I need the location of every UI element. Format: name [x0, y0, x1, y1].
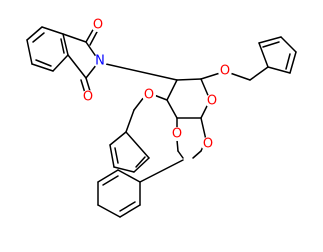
atom-o-anomeric-benzyl-label: O [220, 64, 230, 79]
atom-o-acetal-upper-label: O [172, 127, 182, 142]
atom-o-anomeric-benzyl: O [218, 64, 232, 79]
atom-o-acetal-lower: O [201, 137, 215, 152]
atom-o-acetal-upper: O [170, 127, 184, 142]
phthalimide-benzene-ring [26, 26, 69, 72]
atom-o-carbonyl-top-label: O [93, 18, 103, 33]
atom-o-ring: O [205, 94, 219, 109]
c3-benzyloxy-group [109, 94, 168, 173]
atom-o-acetal-lower-label: O [203, 137, 213, 152]
pyranose-ring [166, 78, 211, 119]
atom-o-benzyl-ether-label: O [144, 88, 154, 103]
anomeric-benzyloxy-group [200, 36, 297, 81]
atom-o-carbonyl-bottom-label: O [83, 90, 93, 105]
benzylidene-phenyl-group [97, 159, 184, 218]
atom-o-carbonyl-top: O [91, 18, 105, 33]
atom-o-ring-label: O [207, 94, 217, 109]
atom-n-imide: N [93, 54, 107, 69]
atom-o-carbonyl-bottom: O [81, 90, 95, 105]
n-to-sugar-bond [105, 63, 178, 81]
atom-n-imide-label: N [95, 54, 105, 69]
atom-labels: N O O O O O O O [81, 18, 232, 152]
phthalimide-imide-ring [62, 27, 99, 94]
atom-o-benzyl-ether: O [142, 88, 156, 103]
